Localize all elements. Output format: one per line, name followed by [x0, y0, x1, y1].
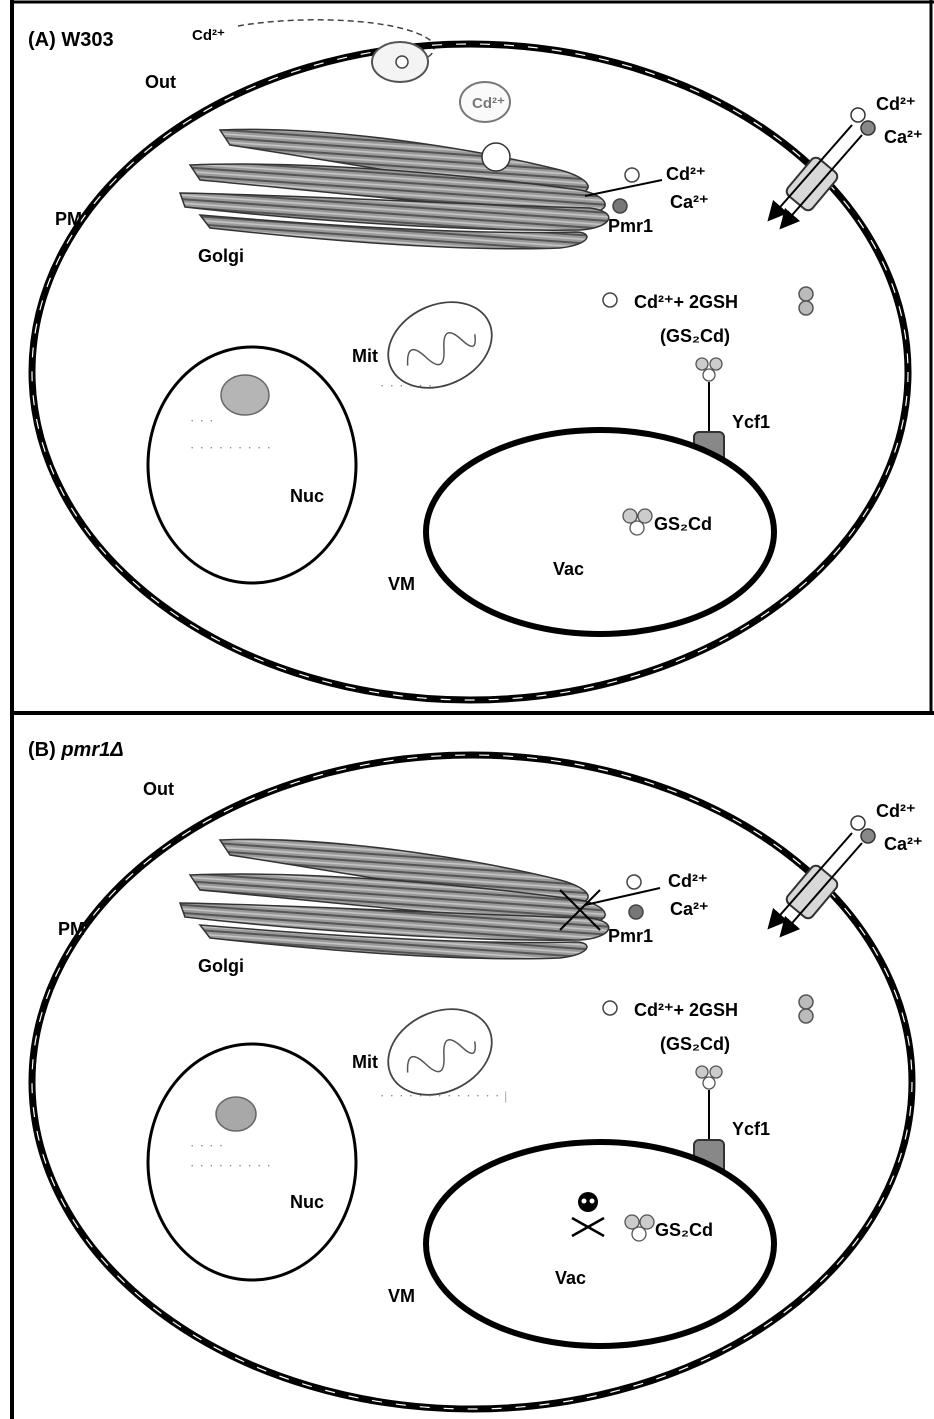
gs2cd-vac-label-b: GS₂Cd: [655, 1220, 713, 1240]
pm-label-a: PM: [55, 209, 82, 229]
ca-golgi-label-a: Ca²⁺: [670, 192, 709, 212]
golgi-b: [180, 839, 609, 958]
panel-a: (A) W303 Cd²⁺ Out Cd²⁺ PM Golgi Cd²⁺ Ca²…: [28, 20, 923, 700]
gsh-icon-b-2: [799, 1009, 813, 1023]
ca-ion-golgi-a: [613, 199, 627, 213]
vac-label-b: Vac: [555, 1268, 586, 1288]
gsh-icon-a-1: [799, 287, 813, 301]
panel-b-title-gene: pmr1Δ: [60, 739, 123, 761]
cd-golgi-label-b: Cd²⁺: [668, 871, 708, 891]
gsh-reaction-label-b: Cd²⁺+ 2GSH: [634, 1000, 738, 1020]
nuc-faint-text-a-1: · · ·: [190, 413, 215, 428]
pmr1-transport-line-a: [585, 180, 662, 196]
cd-channel-label-b: Cd²⁺: [876, 801, 916, 821]
out-label-b: Out: [143, 779, 174, 799]
ca-channel-label-b: Ca²⁺: [884, 834, 923, 854]
nucleolus-b: [216, 1097, 256, 1131]
gsh-reaction-label-a: Cd²⁺+ 2GSH: [634, 292, 738, 312]
ca-ion-golgi-b: [629, 905, 643, 919]
golgi-label-a: Golgi: [198, 246, 244, 266]
mito-faint-text-a: · · · · · ·: [380, 378, 433, 393]
gs2cd-complex-icon-b: [696, 1066, 722, 1089]
vm-label-b: VM: [388, 1286, 415, 1306]
gs2cd-complex-label-b: (GS₂Cd): [660, 1034, 730, 1054]
vacuole-a: [426, 430, 774, 634]
cd-ion-golgi-a: [625, 168, 639, 182]
gsh-icon-a-2: [799, 301, 813, 315]
internal-vesicle-label: Cd²⁺: [472, 95, 505, 112]
ycf1-label-b: Ycf1: [732, 1119, 770, 1139]
panel-b: (B) pmr1Δ Out PM Golgi Cd²⁺ Ca²⁺ Pmr1: [28, 739, 923, 1409]
pmr1-label-b: Pmr1: [608, 926, 653, 946]
cd-ion-gsh-a: [603, 293, 617, 307]
mit-label-a: Mit: [352, 346, 378, 366]
vesicle-cd-dot: [396, 56, 408, 68]
nuc-faint-text-a-2: · · · · · · · · ·: [190, 440, 272, 455]
nuc-faint-text-b-2: · · · · · · · · ·: [190, 1158, 272, 1173]
panel-b-title-prefix: (B): [28, 739, 61, 761]
membrane-channel-b: [774, 816, 875, 930]
nuc-label-b: Nuc: [290, 1192, 324, 1212]
vac-label-a: Vac: [553, 559, 584, 579]
gs2cd-complex-label-a: (GS₂Cd): [660, 326, 730, 346]
vacuole-b: [426, 1142, 774, 1346]
pmr1-label-a: Pmr1: [608, 216, 653, 236]
pm-label-b: PM: [58, 919, 85, 939]
gs2cd-complex-icon-a: [696, 358, 722, 381]
cd-golgi-label-a: Cd²⁺: [666, 164, 706, 184]
cd-ion-gsh-b: [603, 1001, 617, 1015]
panel-a-title: (A) W303: [28, 29, 114, 51]
gs2cd-vac-label-a: GS₂Cd: [654, 514, 712, 534]
golgi-a: [180, 129, 609, 248]
ycf1-label-a: Ycf1: [732, 412, 770, 432]
vm-label-a: VM: [388, 574, 415, 594]
cd-outside-label: Cd²⁺: [192, 27, 225, 44]
membrane-channel-a: [774, 108, 875, 222]
ca-channel-label-a: Ca²⁺: [884, 127, 923, 147]
nucleolus-a: [221, 375, 269, 415]
cd-channel-label-a: Cd²⁺: [876, 94, 916, 114]
nuc-faint-text-b-1: · · · ·: [190, 1138, 224, 1153]
out-label-a: Out: [145, 72, 176, 92]
gsh-icon-b-1: [799, 995, 813, 1009]
golgi-label-b: Golgi: [198, 956, 244, 976]
pmr1-transport-line-b: [585, 888, 660, 905]
mit-label-b: Mit: [352, 1052, 378, 1072]
nuc-label-a: Nuc: [290, 486, 324, 506]
panel-b-title: (B) pmr1Δ: [28, 739, 124, 761]
mito-faint-text-b: · · · · · · · · · · · · · |: [380, 1088, 508, 1103]
ca-golgi-label-b: Ca²⁺: [670, 899, 709, 919]
cd-ion-golgi-b: [627, 875, 641, 889]
